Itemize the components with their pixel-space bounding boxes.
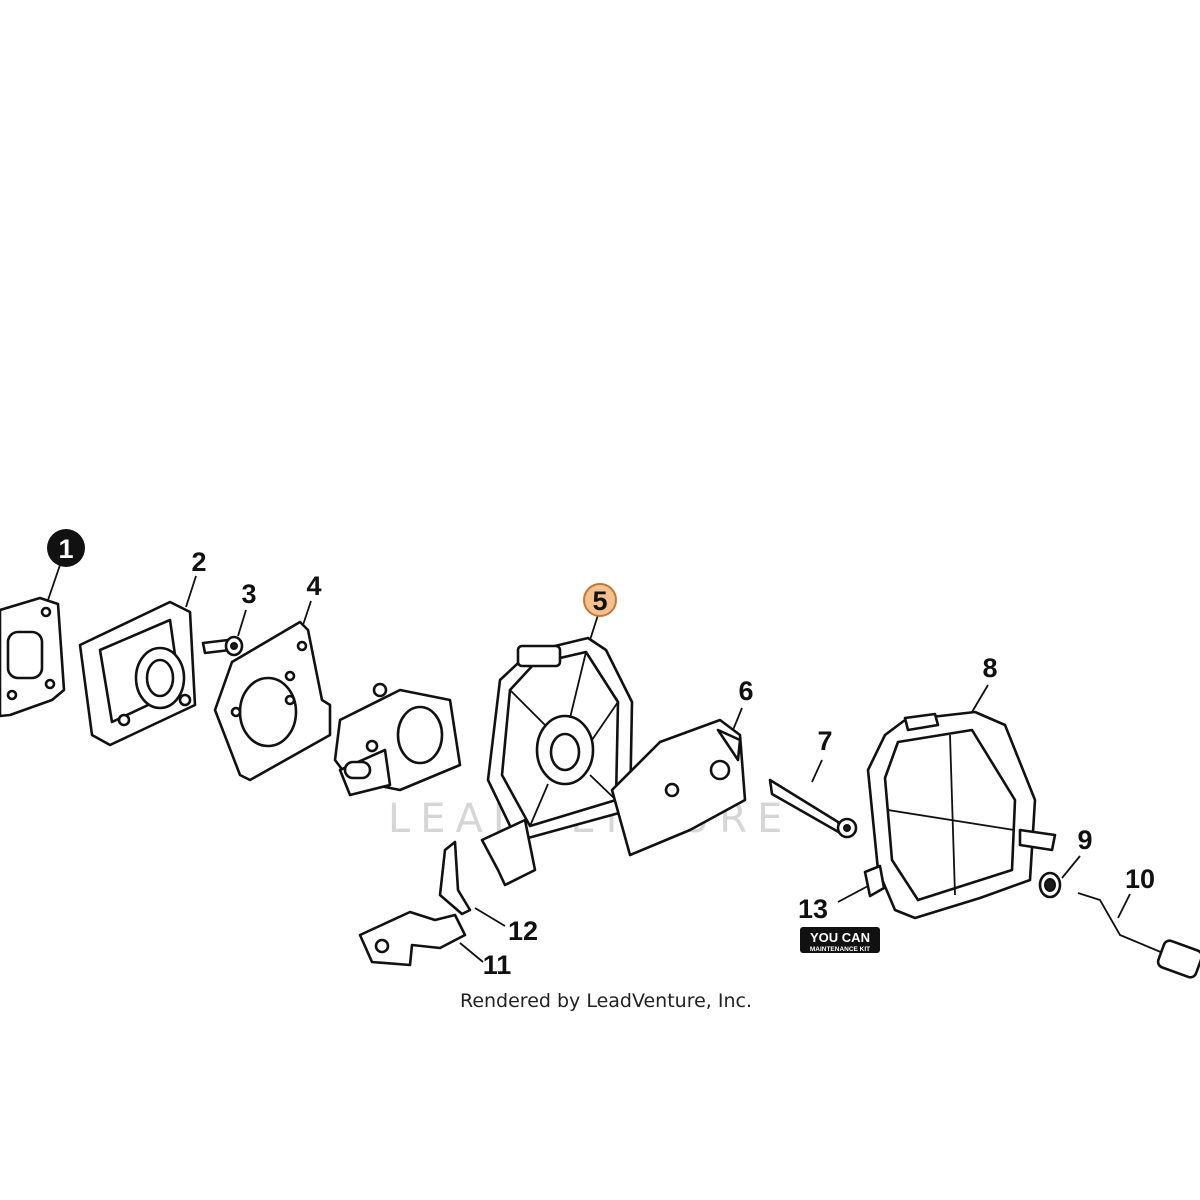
badge-background xyxy=(800,927,880,953)
callout-3[interactable]: 3 xyxy=(241,579,256,609)
part-13-clip[interactable] xyxy=(863,864,886,898)
maintenance-kit-badge: YOU CAN MAINTENANCE KIT xyxy=(800,927,880,953)
callout-7[interactable]: 7 xyxy=(817,726,832,756)
callout-5[interactable]: 5 xyxy=(583,583,617,617)
callout-5-highlight xyxy=(583,583,617,617)
part-5-air-filter-holder[interactable] xyxy=(480,636,634,887)
part-9-grommet[interactable] xyxy=(1038,871,1062,899)
callout-9[interactable]: 9 xyxy=(1077,825,1092,855)
callout-2[interactable]: 2 xyxy=(191,547,206,577)
part-1-gasket[interactable] xyxy=(0,596,66,718)
leader-lines xyxy=(47,564,1131,963)
callout-12[interactable]: 12 xyxy=(508,916,538,946)
callout-1-marker xyxy=(47,529,85,567)
callout-1-label: 1 xyxy=(58,534,73,564)
render-credit: Rendered by LeadVenture, Inc. xyxy=(460,990,752,1012)
part-8-air-filter[interactable] xyxy=(866,710,1057,920)
callout-10[interactable]: 10 xyxy=(1125,864,1155,894)
callout-5-label: 5 xyxy=(592,586,607,616)
callout-13[interactable]: 13 xyxy=(798,894,828,924)
part-12-bracket[interactable] xyxy=(438,840,472,916)
badge-top-text: YOU CAN xyxy=(810,930,870,945)
badge-bottom-text: MAINTENANCE KIT xyxy=(810,946,870,953)
part-4-gasket-plate[interactable] xyxy=(213,620,332,782)
callout-4[interactable]: 4 xyxy=(306,571,321,601)
callout-11[interactable]: 11 xyxy=(483,950,512,980)
callout-8[interactable]: 8 xyxy=(982,653,997,683)
callouts: 1 2 3 4 5 6 7 8 9 10 11 12 13 xyxy=(47,529,1155,980)
part-6-cover[interactable] xyxy=(610,718,747,857)
part-10-choke-rod[interactable] xyxy=(1077,892,1200,979)
part-3-screw[interactable] xyxy=(201,635,244,657)
part-11-lever[interactable] xyxy=(358,910,467,967)
callout-6[interactable]: 6 xyxy=(738,676,753,706)
callout-1[interactable]: 1 xyxy=(47,529,85,567)
carburetor[interactable] xyxy=(333,682,462,797)
part-2-intake-adapter[interactable] xyxy=(78,600,197,747)
part-7-long-screw[interactable] xyxy=(768,778,858,839)
